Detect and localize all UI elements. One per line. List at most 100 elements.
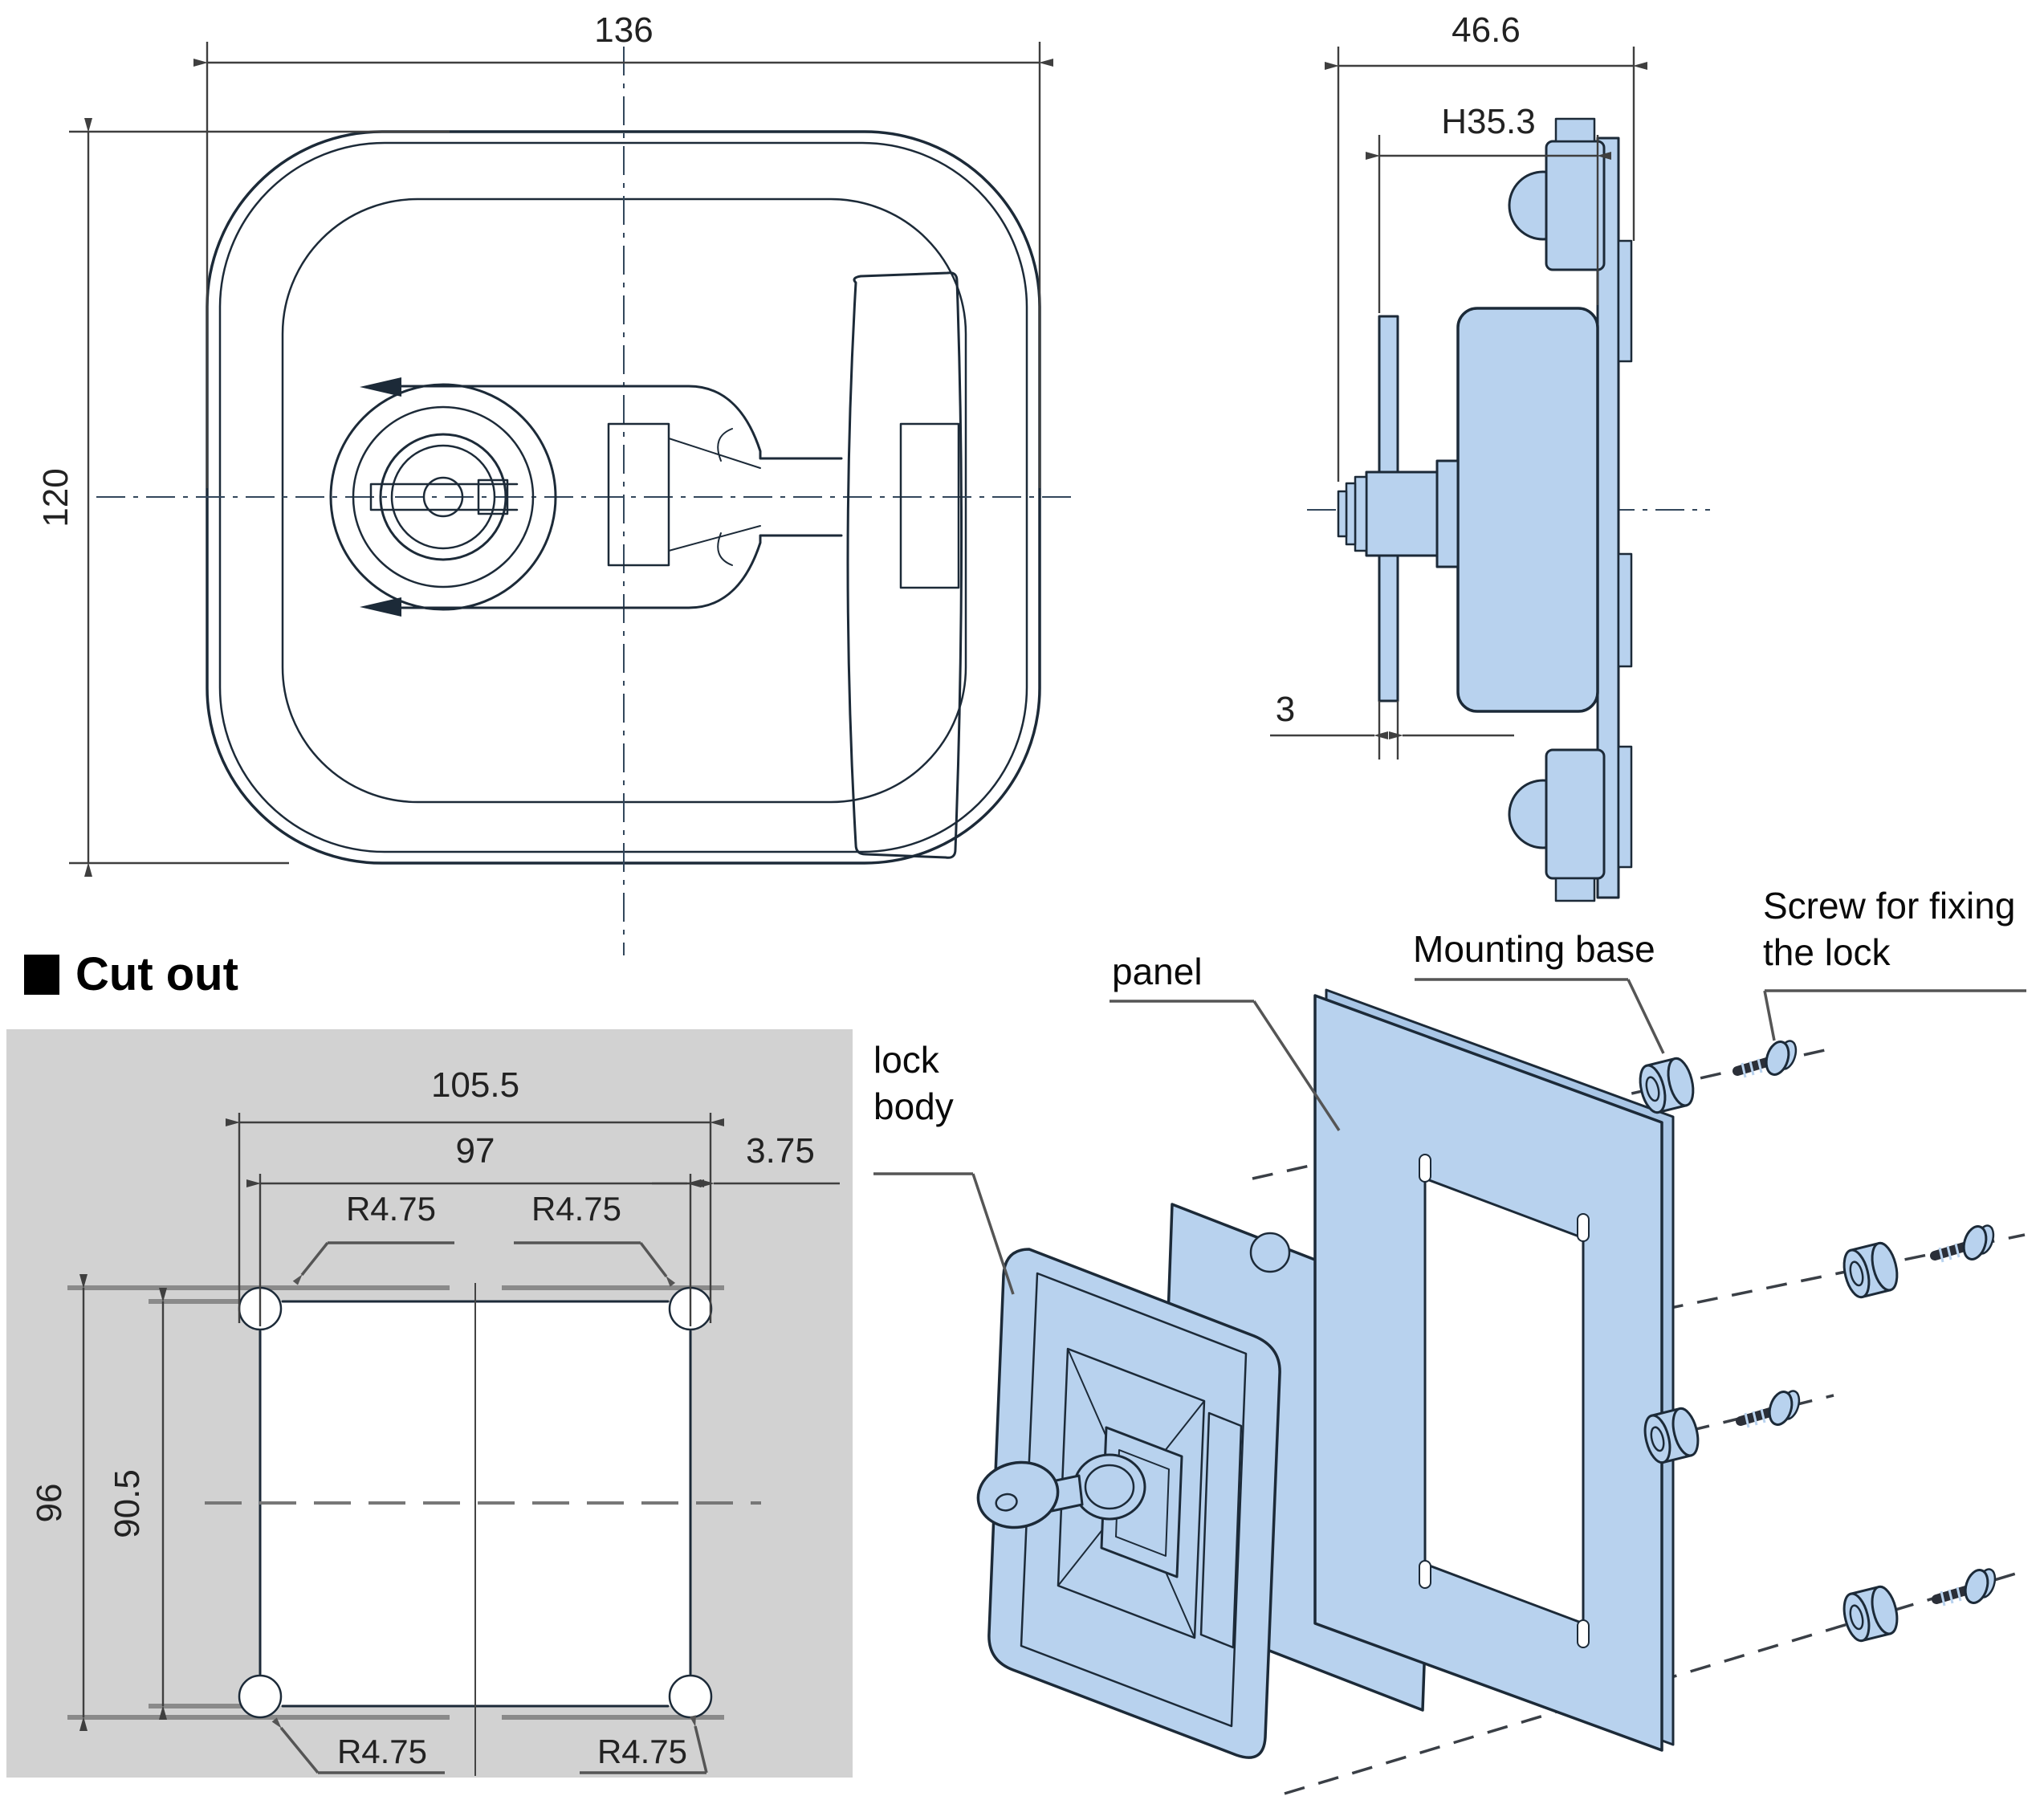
grip-bar-3d xyxy=(1199,1411,1243,1649)
key-cylinder-outer xyxy=(379,433,507,561)
screw xyxy=(1733,1040,1798,1078)
dim-905-text: 90.5 xyxy=(108,1469,147,1538)
label-leaders xyxy=(873,978,2026,1295)
handle-bracket-top xyxy=(400,385,843,460)
rear-tab xyxy=(1617,745,1633,869)
side-dim-overall: 46.6 xyxy=(1325,10,1647,482)
base-hole xyxy=(1849,1260,1864,1287)
base-face xyxy=(1842,1248,1871,1299)
base-hole xyxy=(1849,1604,1864,1631)
dim-1055-text: 105.5 xyxy=(431,1065,519,1105)
exploded-view xyxy=(873,978,2027,1795)
screw-head xyxy=(1765,1041,1790,1076)
dim-97-text: 97 xyxy=(456,1131,495,1171)
cutout-dim-corner-offset: 3.75 xyxy=(652,1131,840,1187)
fixing-screws xyxy=(1733,1040,1997,1607)
mounting-base xyxy=(1842,1241,1899,1299)
cutout-radius-callouts: R4.75 R4.75 R4.75 R4.75 xyxy=(271,1190,708,1774)
front-view: 136 120 xyxy=(36,10,1076,955)
panel-label: panel xyxy=(1112,951,1203,992)
base-face xyxy=(1643,1414,1671,1464)
base-end xyxy=(1871,1585,1899,1635)
handle-pivot-circle xyxy=(329,383,557,611)
screw-threads xyxy=(1940,1586,1962,1607)
mounting-bases xyxy=(1639,1057,1899,1643)
panel-hole-slot xyxy=(1577,1619,1590,1648)
mounting-base-leader xyxy=(1627,979,1665,1054)
radius-label-top-right: R4.75 xyxy=(531,1190,621,1228)
side-view: 46.6 H35.3 3 xyxy=(1270,10,1710,902)
side-profile xyxy=(1337,117,1633,902)
leader xyxy=(690,1715,708,1774)
corner-relief-bottom-left xyxy=(238,1674,283,1719)
handle-grip-latch-rect xyxy=(899,422,960,589)
panel-leader xyxy=(1252,1000,1341,1131)
keyhole-slot xyxy=(369,483,519,511)
cutout-dim-width-overall: 105.5 xyxy=(226,1065,724,1323)
bottom-latch-cap xyxy=(1554,877,1596,902)
lock-body-label: lock body xyxy=(873,1039,954,1127)
radius-label-bottom-left: R4.75 xyxy=(337,1733,427,1770)
front-dim-width: 136 xyxy=(193,10,1053,488)
leader xyxy=(271,1717,320,1774)
screw-leader xyxy=(1763,990,1776,1041)
handle-grip-outline xyxy=(846,271,963,859)
panel-hole xyxy=(1423,1177,1585,1625)
cutout-dim-width-inner: 97 xyxy=(246,1131,704,1326)
screw-head xyxy=(1962,1225,1988,1260)
leader xyxy=(639,1241,676,1287)
screw-threads xyxy=(1744,1408,1766,1428)
key-head-ellipse xyxy=(976,1460,1060,1529)
dim-width-text: 136 xyxy=(594,10,653,50)
panel-hole-slot xyxy=(1419,1154,1431,1183)
screw xyxy=(1932,1568,1997,1607)
cutout-title: Cut out xyxy=(75,948,238,1000)
key-head xyxy=(976,1460,1060,1529)
section-marker-icon xyxy=(24,954,59,995)
keyhole-bit xyxy=(477,479,509,515)
radius-label-bottom-right: R4.75 xyxy=(597,1733,687,1770)
mounting-base-label: Mounting base xyxy=(1413,928,1655,970)
handle-cup-circle xyxy=(352,405,535,588)
panel-hole-slot xyxy=(1419,1560,1431,1589)
mounting-base xyxy=(1643,1407,1700,1464)
rear-tab xyxy=(1617,239,1633,363)
dim-height-text: 120 xyxy=(36,468,75,527)
leader xyxy=(292,1241,329,1285)
rear-tab xyxy=(1617,552,1633,668)
key-head-step1 xyxy=(1337,490,1348,538)
back-roller xyxy=(1249,1232,1291,1273)
key-head-step3 xyxy=(1354,475,1368,552)
key-head-hole xyxy=(995,1493,1018,1512)
screw xyxy=(1736,1390,1801,1428)
rotation-arrow-top-icon xyxy=(360,377,401,397)
handle-hub-diagonals xyxy=(668,438,761,552)
base-end xyxy=(1871,1241,1899,1292)
front-dim-height: 120 xyxy=(36,118,450,877)
base-face xyxy=(1639,1064,1667,1114)
screw-threads xyxy=(1938,1243,1961,1263)
cylinder-3d-inner xyxy=(1084,1464,1135,1510)
base-face xyxy=(1842,1592,1871,1643)
mounting-base xyxy=(1639,1057,1695,1114)
dim-depth-text: 46.6 xyxy=(1452,10,1521,50)
rotation-arrow-bottom-icon xyxy=(360,597,401,617)
keyhole-circle xyxy=(422,476,464,518)
base-hole xyxy=(1645,1076,1660,1102)
panel-3d xyxy=(1313,988,1675,1752)
lock-body-leader xyxy=(971,1173,1015,1295)
cutout-section: 105.5 97 3.75 96 90.5 R4.75 R4.75 xyxy=(6,1029,853,1778)
barrel-collar xyxy=(1435,459,1460,568)
cutout-dim-height-overall: 96 xyxy=(30,1274,88,1731)
base-end xyxy=(1671,1407,1700,1457)
screw-head xyxy=(1964,1569,1989,1604)
cutout-header: Cut out xyxy=(24,947,238,1001)
dim-96-text: 96 xyxy=(30,1484,69,1523)
radius-label-top-left: R4.75 xyxy=(346,1190,436,1228)
handle-bracket-bottom xyxy=(400,534,843,609)
base-end xyxy=(1667,1057,1695,1107)
screw xyxy=(1930,1224,1995,1263)
cutout-dim-height-inner: 90.5 xyxy=(108,1288,167,1720)
